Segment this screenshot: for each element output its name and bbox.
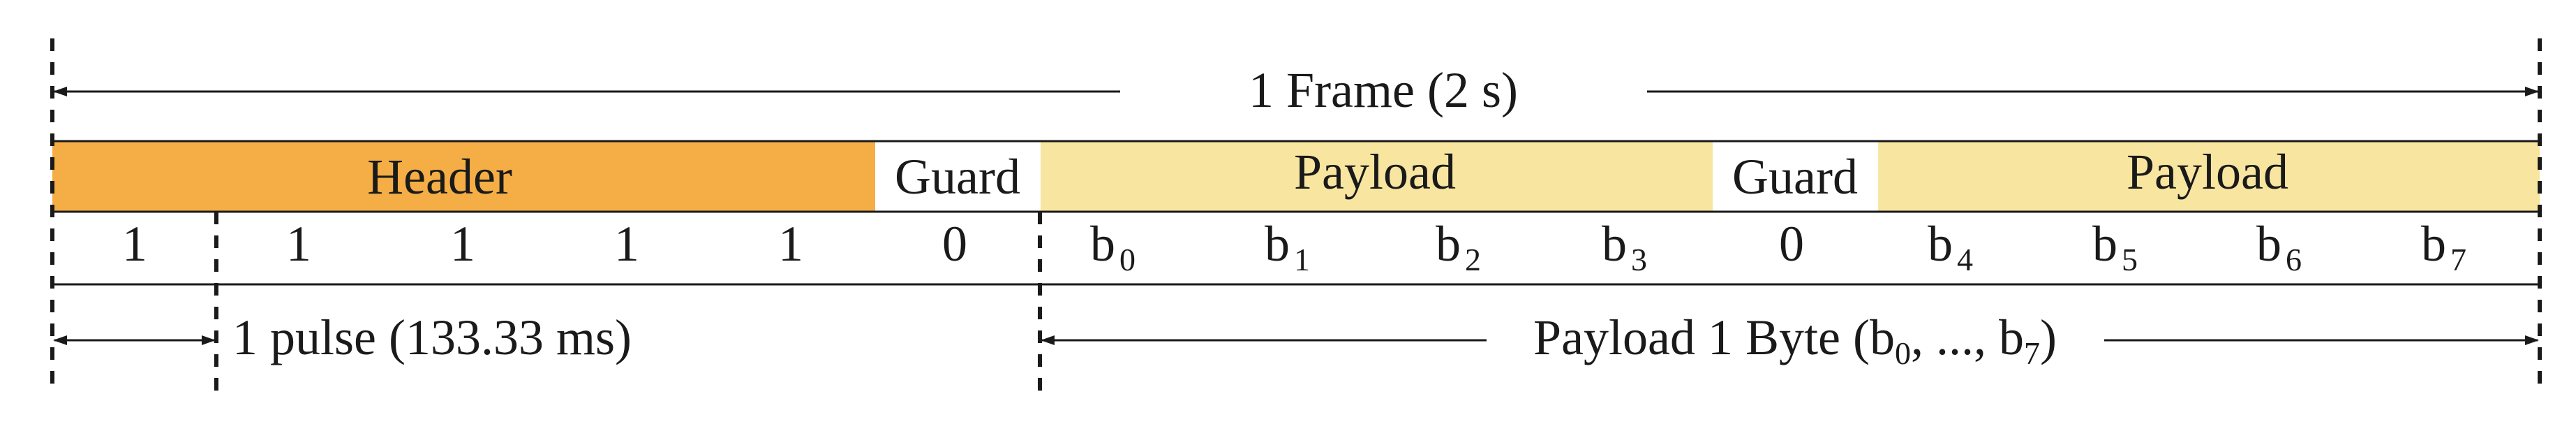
pulse-label: 1 pulse (133.33 ms) — [232, 310, 632, 365]
payload-byte-label: Payload 1 Byte (b0, ..., b7) — [1533, 310, 2057, 371]
bit-cell: 1 — [450, 216, 475, 272]
guard-label-2: Guard — [1732, 149, 1858, 205]
frame-rules — [52, 140, 2540, 286]
bit-cell: 0 — [942, 216, 967, 272]
bit-cell: 1 — [122, 216, 147, 272]
bit-cell: 1 — [286, 216, 311, 272]
dashed-boundaries — [50, 38, 2542, 395]
frame-label: 1 Frame (2 s) — [1249, 62, 1518, 118]
bit-cell: 0 — [1779, 216, 1804, 272]
header-field — [52, 141, 875, 212]
bit-cell: 1 — [778, 216, 803, 272]
payload-label-2: Payload — [2127, 144, 2288, 200]
payload-field-1 — [1041, 141, 1713, 212]
payload-label-1: Payload — [1294, 144, 1456, 200]
bit-cell: 1 — [614, 216, 639, 272]
header-label: Header — [367, 149, 512, 205]
guard-field-2 — [1713, 141, 1878, 212]
payload-field-2 — [1878, 141, 2540, 212]
guard-field-1 — [875, 141, 1041, 212]
guard-label-1: Guard — [895, 149, 1020, 205]
